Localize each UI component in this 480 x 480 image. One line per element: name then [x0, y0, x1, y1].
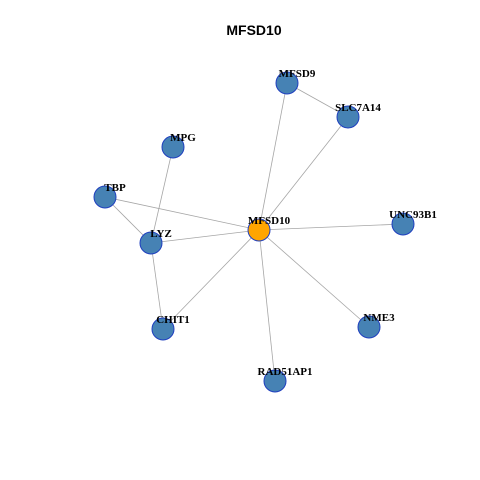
node-lyz[interactable]	[139, 231, 163, 255]
node-label-chit1: CHIT1	[156, 314, 190, 326]
edge-lyz-chit1	[150, 242, 164, 330]
node-label-lyz: LYZ	[150, 228, 172, 240]
graph-title: MFSD10	[226, 22, 281, 38]
node-mpg[interactable]	[161, 135, 185, 159]
node-label-rad51ap1: RAD51AP1	[258, 366, 313, 378]
edge-mfsd10-unc93b1	[258, 223, 404, 231]
edge-mfsd10-rad51ap1	[258, 229, 276, 382]
edge-mpg-lyz	[150, 146, 174, 244]
node-label-mfsd10: MFSD10	[248, 215, 291, 227]
edge-mfsd9-slc7a14	[286, 82, 349, 118]
edge-mfsd10-lyz	[150, 229, 260, 244]
node-label-mfsd9: MFSD9	[279, 68, 316, 80]
edge-mfsd10-tbp	[104, 196, 260, 231]
node-label-nme3: NME3	[363, 312, 395, 324]
node-mfsd10[interactable]	[247, 218, 271, 242]
node-label-tbp: TBP	[104, 182, 126, 194]
node-tbp[interactable]	[93, 185, 117, 209]
node-rad51ap1[interactable]	[263, 369, 287, 393]
node-mfsd9[interactable]	[275, 71, 299, 95]
edge-mfsd10-mfsd9	[258, 82, 288, 231]
edge-mfsd10-nme3	[258, 229, 370, 328]
node-slc7a14[interactable]	[336, 105, 360, 129]
node-unc93b1[interactable]	[391, 212, 415, 236]
node-label-unc93b1: UNC93B1	[389, 209, 437, 221]
node-label-slc7a14: SLC7A14	[335, 102, 381, 114]
node-nme3[interactable]	[357, 315, 381, 339]
node-label-mpg: MPG	[170, 132, 196, 144]
edge-mfsd10-slc7a14	[258, 116, 349, 231]
node-chit1[interactable]	[151, 317, 175, 341]
nodes-layer	[93, 71, 415, 393]
edge-mfsd10-chit1	[162, 229, 260, 330]
